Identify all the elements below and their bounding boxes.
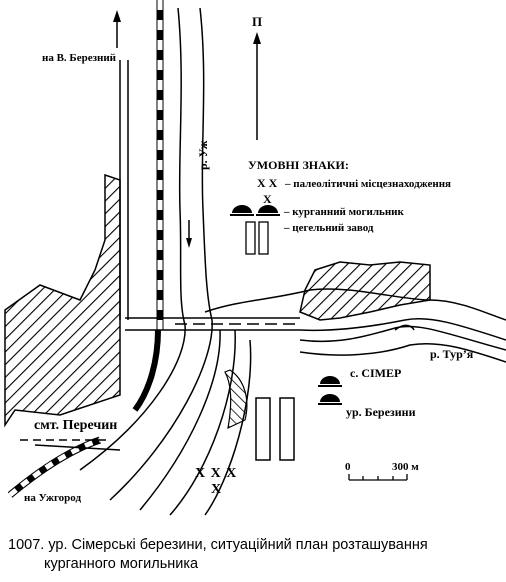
label-village-simer: с. СІМЕР xyxy=(350,366,402,380)
label-north: П xyxy=(252,14,263,29)
figure-caption: 1007. ур. Сімерські березини, ситуаційни… xyxy=(8,536,504,574)
scale-label-zero: 0 xyxy=(345,461,351,473)
paleo-sites-row1: X X X xyxy=(195,466,238,481)
legend-kurgan-symbol xyxy=(230,205,280,216)
scale-bar xyxy=(348,474,408,481)
caption-line-2: курганного могильника xyxy=(44,556,199,572)
scale-label-300: 300 м xyxy=(392,461,419,473)
kurgan-symbols xyxy=(318,376,342,405)
road-uzhhorod xyxy=(7,436,121,498)
caption-line-1: 1007. ур. Сімерські березини, ситуаційни… xyxy=(8,537,428,553)
north-arrow xyxy=(253,32,261,140)
legend-brick-symbol xyxy=(245,221,269,255)
label-river-uzh: р. Уж xyxy=(196,140,210,170)
legend-title: УМОВНІ ЗНАКИ: xyxy=(248,158,349,172)
river-turia xyxy=(299,324,506,363)
legend-paleo-mark: X X xyxy=(257,176,278,190)
riverbank-slope xyxy=(224,369,248,430)
road-v-berezny xyxy=(119,60,129,320)
road-north-arrow xyxy=(113,10,121,48)
river-flow-arrow xyxy=(186,220,192,248)
site-map xyxy=(4,0,506,516)
label-river-turia: р. Тур’я xyxy=(430,347,474,361)
legend-kurgan-text: – курганний могильник xyxy=(284,206,404,218)
settlement-simer xyxy=(299,261,431,321)
brick-factory xyxy=(255,397,295,461)
legend-x-extra: X xyxy=(263,192,272,206)
legend-paleo-text: – палеолітичні місцезнаходження xyxy=(285,178,451,190)
railway xyxy=(132,0,164,412)
paleo-sites-row2: X xyxy=(211,482,222,497)
river-uzh xyxy=(79,7,252,516)
settlement-perechyn xyxy=(4,173,121,428)
label-to-v-berezny: на В. Березний xyxy=(42,52,117,64)
bridge xyxy=(125,317,300,331)
label-to-uzhhorod: на Ужгород xyxy=(24,492,82,504)
label-town-perechyn: смт. Перечин xyxy=(34,418,118,433)
legend-brick-text: – цегельний завод xyxy=(284,222,374,234)
label-tract-berezyny: ур. Березини xyxy=(346,405,416,419)
